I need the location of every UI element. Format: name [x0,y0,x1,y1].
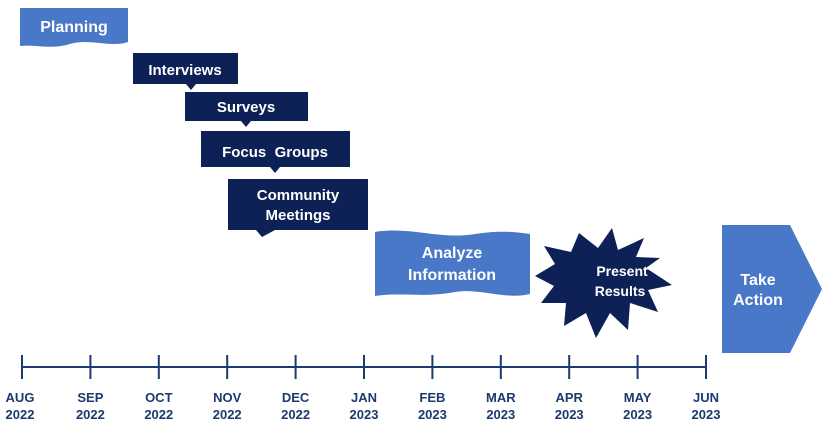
timeline-month-label: FEB [419,390,445,405]
present-label-line2: Results [595,283,646,299]
community-label-line1: Community [257,187,340,204]
present-label-line1: Present [596,263,648,279]
timeline-tick-labels: AUG 2022 SEP 2022 OCT 2022 NOV 2022 DEC 2022 JAN 20… [6,390,721,422]
timeline-year-label: 2023 [623,407,652,422]
analyze-label-line1: Analyze [422,245,483,262]
phase-analyze-information: Analyze Information [375,230,530,296]
phase-planning: Planning [20,8,128,47]
timeline-month-label: JAN [351,390,377,405]
present-results-starburst [535,228,672,338]
timeline-month-label: MAY [624,390,652,405]
timeline-axis: AUG 2022 SEP 2022 OCT 2022 NOV 2022 DEC 2022 JAN 20… [6,355,721,422]
take-action-label-line2: Action [733,292,783,309]
phase-present-results: Present Results [535,228,672,338]
planning-flag-shape [20,8,128,47]
timeline-year-label: 2023 [486,407,515,422]
community-meetings-shape [228,179,368,237]
timeline-month-label: NOV [213,390,242,405]
timeline-month-label: AUG [6,390,35,405]
community-label-line2: Meetings [265,207,330,224]
focus-groups-label: Focus Groups [222,144,328,161]
focus-groups-shape [201,131,350,173]
phase-interviews: Interviews [133,53,238,90]
timeline-year-label: 2023 [692,407,721,422]
timeline-year-label: 2023 [418,407,447,422]
timeline-year-label: 2022 [144,407,173,422]
analyze-label-line2: Information [408,267,496,284]
planning-label: Planning [40,19,108,36]
take-action-arrow [722,225,822,353]
timeline-month-label: OCT [145,390,173,405]
interviews-shape [133,53,238,90]
phase-community-meetings: Community Meetings [228,179,368,237]
timeline-month-label: JUN [693,390,719,405]
timeline-year-label: 2023 [350,407,379,422]
phase-surveys: Surveys [185,92,308,127]
phase-take-action: Take Action [722,225,822,353]
timeline-year-label: 2022 [213,407,242,422]
interviews-label: Interviews [148,62,221,79]
surveys-label: Surveys [217,99,275,116]
timeline-year-label: 2022 [281,407,310,422]
timeline-month-label: MAR [486,390,516,405]
timeline-month-label: SEP [77,390,103,405]
phase-focus-groups: Focus Groups [201,131,350,173]
timeline-month-label: DEC [282,390,310,405]
timeline-ticks [21,355,707,379]
timeline-year-label: 2023 [555,407,584,422]
take-action-label-line1: Take [740,272,775,289]
timeline-month-label: APR [555,390,583,405]
analyze-flag-shape [375,230,530,296]
timeline-year-label: 2022 [6,407,35,422]
surveys-shape [185,92,308,127]
timeline-year-label: 2022 [76,407,105,422]
